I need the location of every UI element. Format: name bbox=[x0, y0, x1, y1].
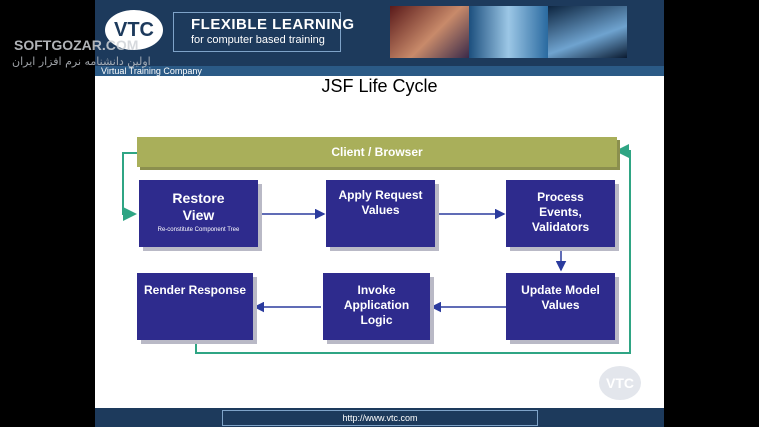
restore-view-subtitle: Re-constitute Component Tree bbox=[157, 227, 240, 233]
header-image-3 bbox=[548, 6, 627, 58]
render-response-label: Render Response bbox=[143, 283, 247, 297]
header-image-2 bbox=[469, 6, 548, 58]
header-band bbox=[95, 66, 664, 76]
flexible-learning-subtitle: for computer based training bbox=[191, 34, 325, 46]
process-events-box: Process Events, Validators bbox=[506, 180, 615, 247]
connector-render-to-client bbox=[195, 144, 631, 354]
slide-header: VTC FLEXIBLE LEARNING for computer based… bbox=[95, 0, 664, 68]
update-model-values-label: Update Model Values bbox=[521, 283, 600, 312]
flexible-learning-box bbox=[173, 12, 341, 52]
softgozar-tagline: اولین دانشنامه نرم افزار ایران bbox=[12, 55, 151, 68]
connector-client-to-restore bbox=[122, 152, 137, 221]
render-response-box: Render Response bbox=[137, 273, 253, 340]
slide-frame: VTC FLEXIBLE LEARNING for computer based… bbox=[95, 0, 664, 427]
slide-footer bbox=[95, 408, 664, 427]
client-browser-bar: Client / Browser bbox=[137, 137, 617, 167]
restore-view-title: Restore View bbox=[172, 190, 225, 223]
apply-request-values-label: Apply Request Values bbox=[338, 188, 423, 217]
softgozar-watermark: SOFTGOZAR.COM bbox=[14, 37, 139, 53]
update-model-values-box: Update Model Values bbox=[506, 273, 615, 340]
invoke-application-logic-box: Invoke Application Logic bbox=[323, 273, 430, 340]
process-events-label: Process Events, Validators bbox=[531, 190, 590, 234]
restore-view-box: Restore View Re-constitute Component Tre… bbox=[139, 180, 258, 247]
footer-url: http://www.vtc.com bbox=[222, 410, 538, 426]
slide-title: JSF Life Cycle bbox=[321, 76, 438, 96]
invoke-application-logic-label: Invoke Application Logic bbox=[343, 283, 410, 327]
apply-request-values-box: Apply Request Values bbox=[326, 180, 435, 247]
company-name: Virtual Training Company bbox=[101, 66, 202, 76]
flow-arrows bbox=[122, 144, 631, 354]
header-image-1 bbox=[390, 6, 469, 58]
vtc-logo: VTC bbox=[105, 10, 163, 50]
flexible-learning-title: FLEXIBLE LEARNING bbox=[191, 16, 355, 33]
vtc-watermark: VTC bbox=[599, 366, 641, 400]
